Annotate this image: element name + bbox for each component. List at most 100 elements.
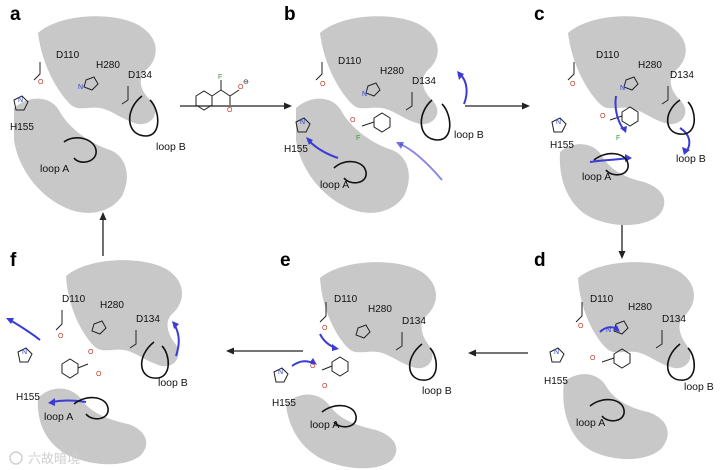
loop-b-label: loop B	[684, 381, 714, 393]
substrate-molecule: F O O ⊖	[195, 74, 249, 114]
loop-a-label: loop A	[576, 417, 605, 429]
cycle-arrows	[99, 102, 626, 357]
bound-substrate: O O	[310, 356, 349, 390]
svg-text:N: N	[300, 119, 305, 126]
loop-b-label: loop B	[676, 153, 706, 165]
svg-text:N: N	[556, 119, 561, 126]
panel-label: e	[280, 250, 291, 271]
bound-substrate: O F	[600, 106, 639, 142]
svg-text:H280: H280	[638, 60, 662, 71]
loop-b-line	[408, 343, 438, 381]
loop-b-line	[420, 99, 451, 141]
panel-d: d O D110 H280 N D134 O N H155 l	[534, 250, 714, 460]
motion-arrow-proton-transfer	[291, 360, 315, 367]
svg-text:D134: D134	[136, 314, 160, 325]
svg-text:N: N	[22, 349, 27, 356]
svg-text:O: O	[322, 325, 328, 332]
svg-text:D110: D110	[338, 56, 362, 67]
bound-substrate: O	[590, 348, 631, 369]
svg-text:O: O	[590, 355, 596, 362]
residue-h280: H280 N	[362, 66, 404, 98]
arrow-b-to-c	[465, 102, 530, 110]
svg-text:H155: H155	[10, 122, 34, 133]
protein-domain-lower	[563, 374, 668, 460]
svg-text:H155: H155	[16, 392, 40, 403]
svg-text:H155: H155	[272, 398, 296, 409]
protein-domain-upper	[320, 16, 438, 125]
loop-a-line	[589, 398, 625, 422]
substrate-charge: ⊖	[243, 79, 249, 86]
panel-label: c	[534, 4, 545, 25]
residue-d110: O D110	[575, 294, 614, 330]
residue-h155: N H155	[16, 347, 40, 403]
substrate-fluorine: F	[218, 74, 222, 81]
panel-label: d	[534, 250, 546, 271]
arrow-f-to-a	[99, 212, 107, 256]
svg-text:H280: H280	[96, 60, 120, 71]
protein-domain-lower	[559, 144, 665, 226]
loop-b-line	[666, 343, 696, 381]
svg-text:O: O	[322, 383, 328, 390]
motion-arrow-release	[9, 319, 41, 341]
residue-h280: H280	[91, 300, 124, 335]
loop-b-label: loop B	[158, 377, 188, 389]
svg-text:D134: D134	[402, 316, 426, 327]
svg-text:H280: H280	[368, 304, 392, 315]
loop-b-line	[140, 341, 170, 379]
svg-text:F: F	[616, 135, 620, 142]
loop-b-line	[128, 95, 159, 137]
protein-domain-lower	[37, 388, 147, 465]
residue-d134: D134	[405, 76, 436, 111]
svg-text:O: O	[96, 371, 102, 378]
substrate-oxygen-2: O	[238, 84, 244, 91]
protein-domain-lower	[14, 98, 127, 213]
loop-a-line	[593, 152, 629, 176]
svg-text:D110: D110	[590, 294, 614, 305]
protein-domain-upper	[320, 262, 436, 369]
motion-arrow-loop-b	[459, 73, 468, 105]
residue-d110: O D110	[33, 50, 80, 86]
svg-text:O: O	[578, 323, 584, 330]
residue-d134: D134	[395, 316, 426, 351]
panel-label: f	[10, 250, 17, 271]
svg-text:D134: D134	[662, 314, 686, 325]
protein-domain-upper	[66, 260, 182, 367]
svg-text:H280: H280	[100, 300, 124, 311]
loop-a-line	[321, 404, 357, 428]
protein-domain-upper	[578, 262, 694, 369]
arrow-e-to-f	[226, 347, 303, 355]
residue-h155: N H155	[284, 117, 311, 155]
protein-domain-upper	[568, 16, 686, 125]
svg-text:O: O	[38, 79, 44, 86]
svg-text:N: N	[606, 327, 611, 334]
svg-text:D110: D110	[62, 294, 86, 305]
svg-text:D134: D134	[128, 70, 152, 81]
panel-b: b O D110 H280 N D134 O F N H155	[284, 4, 484, 213]
svg-text:N: N	[278, 369, 283, 376]
svg-text:O: O	[570, 81, 576, 88]
svg-text:H155: H155	[284, 144, 308, 155]
svg-text:O: O	[310, 363, 316, 370]
residue-h155: N H155	[550, 117, 574, 151]
loop-b-label: loop B	[422, 385, 452, 397]
residue-d110: O D110	[319, 294, 358, 332]
residue-d110: O D110	[567, 50, 620, 88]
svg-text:H280: H280	[628, 302, 652, 313]
svg-text:O: O	[58, 333, 64, 340]
loop-a-label: loop A	[320, 179, 349, 191]
loop-a-line	[63, 137, 97, 163]
protein-domain-lower	[286, 394, 397, 469]
residue-h280: H280	[355, 304, 392, 339]
residue-d110: O D110	[55, 294, 86, 340]
watermark-text: 六故暗境	[28, 451, 80, 466]
loop-b-line	[666, 99, 696, 135]
bound-substrate: O F	[350, 112, 391, 142]
svg-text:D134: D134	[670, 70, 694, 81]
svg-text:D134: D134	[412, 76, 436, 87]
residue-d110: O D110	[315, 56, 362, 88]
loop-a-label: loop A	[582, 171, 611, 183]
substrate-oxygen-1: O	[227, 107, 233, 114]
svg-text:D110: D110	[596, 50, 620, 61]
residue-h155: N H155	[10, 95, 34, 133]
residue-h280: H280 N	[620, 60, 662, 92]
